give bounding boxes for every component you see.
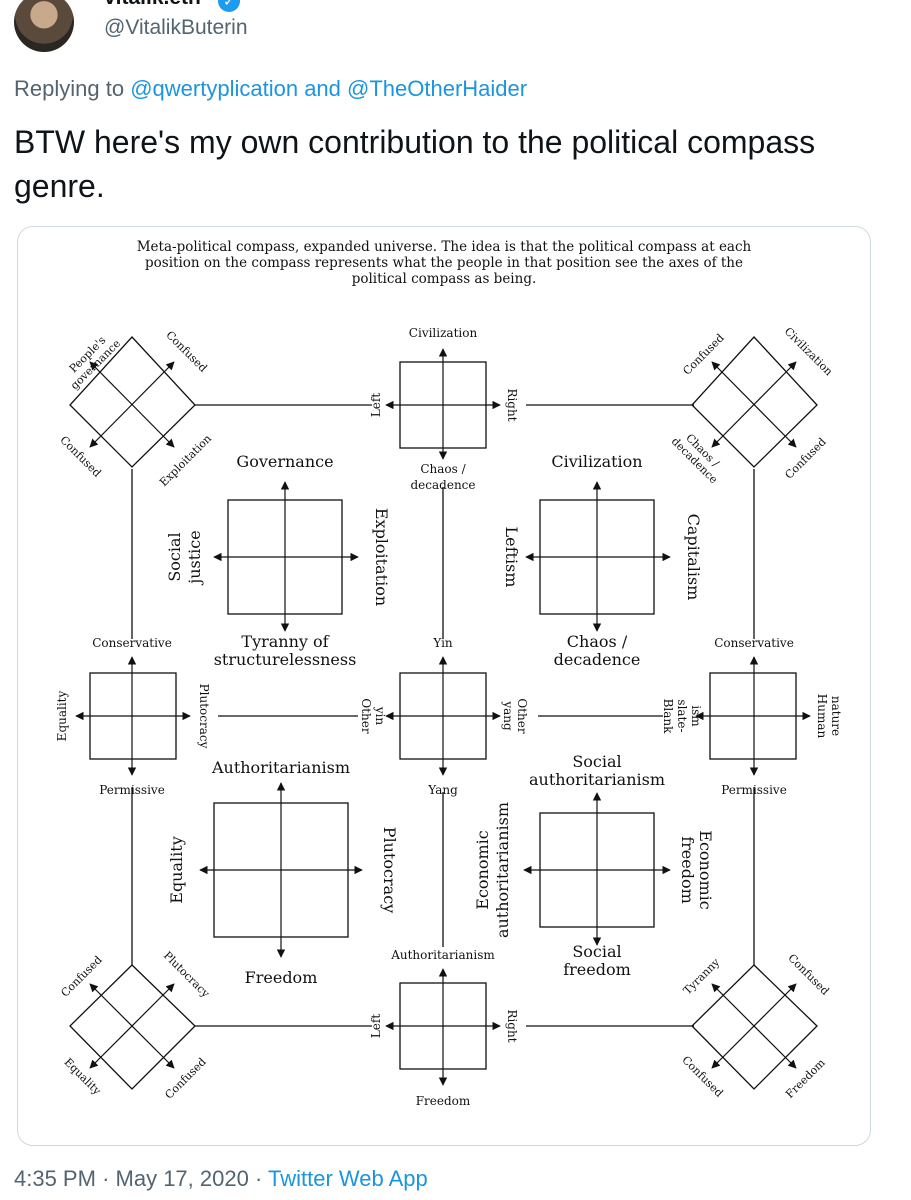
label: Confused: [782, 435, 828, 481]
label: Permissive: [721, 783, 787, 797]
label: decadence: [554, 650, 641, 669]
tweet-date[interactable]: May 17, 2020: [115, 1166, 249, 1191]
label: Civilization: [551, 452, 642, 471]
label: Confused: [162, 1055, 208, 1101]
label: Blank: [661, 699, 675, 735]
label: Civilization: [782, 325, 836, 379]
caption-line-2: position on the compass represents what …: [145, 255, 743, 271]
label: Economic: [473, 830, 492, 910]
compass-tl-big: Governance Social justice Exploitation T…: [165, 452, 391, 669]
compass-mid-right: Conservative Blank slate- ism Human natu…: [661, 636, 843, 797]
label: Left: [369, 393, 383, 418]
label: Yin: [432, 636, 453, 650]
label: Confused: [785, 951, 831, 997]
compass-bl-big: Authoritarianism Equality Plutocracy Fre…: [167, 758, 399, 987]
compass-tr-big: Civilization Leftism Capitalism Chaos / …: [502, 452, 703, 669]
label: Conservative: [714, 636, 794, 650]
label: Other: [515, 698, 529, 733]
label: Confused: [58, 953, 104, 999]
tweet-footer: 4:35 PM · May 17, 2020 · Twitter Web App: [14, 1166, 428, 1192]
avatar[interactable]: [14, 0, 74, 52]
display-name[interactable]: vitalik.eth: [104, 0, 201, 10]
label: yang: [501, 700, 515, 731]
label: Plutocracy: [380, 827, 399, 913]
label: Conservative: [92, 636, 172, 650]
user-handle[interactable]: @VitalikButerin: [104, 16, 248, 39]
compass-br-big: Social authoritarianism Economic authori…: [473, 752, 715, 979]
footer-separator: ·: [102, 1166, 110, 1191]
label: Chaos /: [567, 632, 628, 651]
label: Governance: [236, 452, 333, 471]
label: decadence: [411, 478, 476, 492]
tweet-header: vitalik.eth ✓ @VitalikButerin: [0, 0, 911, 70]
label: Social: [572, 752, 621, 771]
reply-user-link-1[interactable]: @qwertyplication: [130, 76, 299, 101]
label: Freedom: [245, 968, 318, 987]
label: Right: [505, 1009, 519, 1042]
label: nature: [829, 696, 843, 736]
label: Social: [572, 942, 621, 961]
label: Authoritarianism: [211, 758, 350, 777]
label: Permissive: [99, 783, 165, 797]
tweet-time[interactable]: 4:35 PM: [14, 1166, 96, 1191]
label: authoritarianism: [493, 802, 512, 938]
label: Equality: [55, 690, 69, 741]
compass-mid-left: Conservative Equality Plutocracy Permiss…: [55, 636, 211, 797]
label: Chaos /: [420, 462, 466, 476]
label: Leftism: [502, 527, 521, 588]
label: Human: [815, 694, 829, 739]
compass-br-diamond: Tyranny Confused Confused Freedom: [679, 951, 831, 1100]
label: Exploitation: [157, 432, 214, 489]
tweet-media-image[interactable]: Meta-political compass, expanded univers…: [17, 226, 871, 1146]
replying-to: Replying to @qwertyplication and @TheOth…: [14, 76, 527, 102]
compass-top-center: Civilization Left Right Chaos / decadenc…: [369, 326, 519, 492]
label: yin: [373, 706, 387, 726]
label: freedom: [678, 836, 697, 904]
label: authoritarianism: [529, 770, 665, 789]
label: Confused: [680, 331, 726, 377]
label: Other: [359, 698, 373, 733]
label: Plutocracy: [197, 684, 211, 749]
label: Freedom: [416, 1094, 471, 1108]
label: Authoritarianism: [390, 948, 495, 962]
label: Plutocracy: [161, 949, 213, 1001]
tweet-text: BTW here's my own contribution to the po…: [14, 124, 816, 204]
caption-line-3: political compass as being.: [352, 271, 537, 287]
caption-line-1: Meta-political compass, expanded univers…: [137, 239, 752, 255]
label: ism: [689, 705, 703, 727]
label: Capitalism: [684, 514, 703, 601]
label: Right: [505, 388, 519, 421]
verified-badge-icon: ✓: [218, 0, 240, 12]
reply-joiner: and: [304, 76, 341, 101]
label: Exploitation: [372, 508, 391, 606]
label: Tyranny: [681, 955, 723, 997]
label: Confused: [679, 1053, 725, 1099]
label: slate-: [675, 699, 689, 732]
label: Equality: [61, 1056, 104, 1099]
connector-lines: [131, 404, 755, 1027]
source-app-link[interactable]: Twitter Web App: [268, 1166, 428, 1191]
label: structurelessness: [214, 650, 357, 669]
label: Economic: [696, 830, 715, 910]
label: justice: [185, 530, 204, 585]
compass-tl-diamond: People's governance Confused Confused Ex…: [57, 328, 214, 489]
compass-center: Yin Other yin Other yang Yang: [359, 636, 529, 797]
reply-prefix: Replying to: [14, 76, 125, 101]
compass-bl-diamond: Confused Plutocracy Equality Confused: [58, 949, 212, 1102]
label: Civilization: [409, 326, 478, 340]
compass-bottom-center: Authoritarianism Left Right Freedom: [369, 948, 519, 1108]
label: Equality: [167, 836, 186, 903]
label: Left: [369, 1014, 383, 1039]
meta-political-compass-diagram: Meta-political compass, expanded univers…: [55, 239, 843, 1108]
reply-user-link-2[interactable]: @TheOtherHaider: [347, 76, 528, 101]
label: Yang: [427, 783, 458, 797]
footer-separator: ·: [254, 1166, 263, 1191]
label: Social: [165, 532, 184, 581]
label: Confused: [163, 328, 209, 374]
label: freedom: [563, 960, 631, 979]
label: Tyranny of: [241, 632, 329, 651]
